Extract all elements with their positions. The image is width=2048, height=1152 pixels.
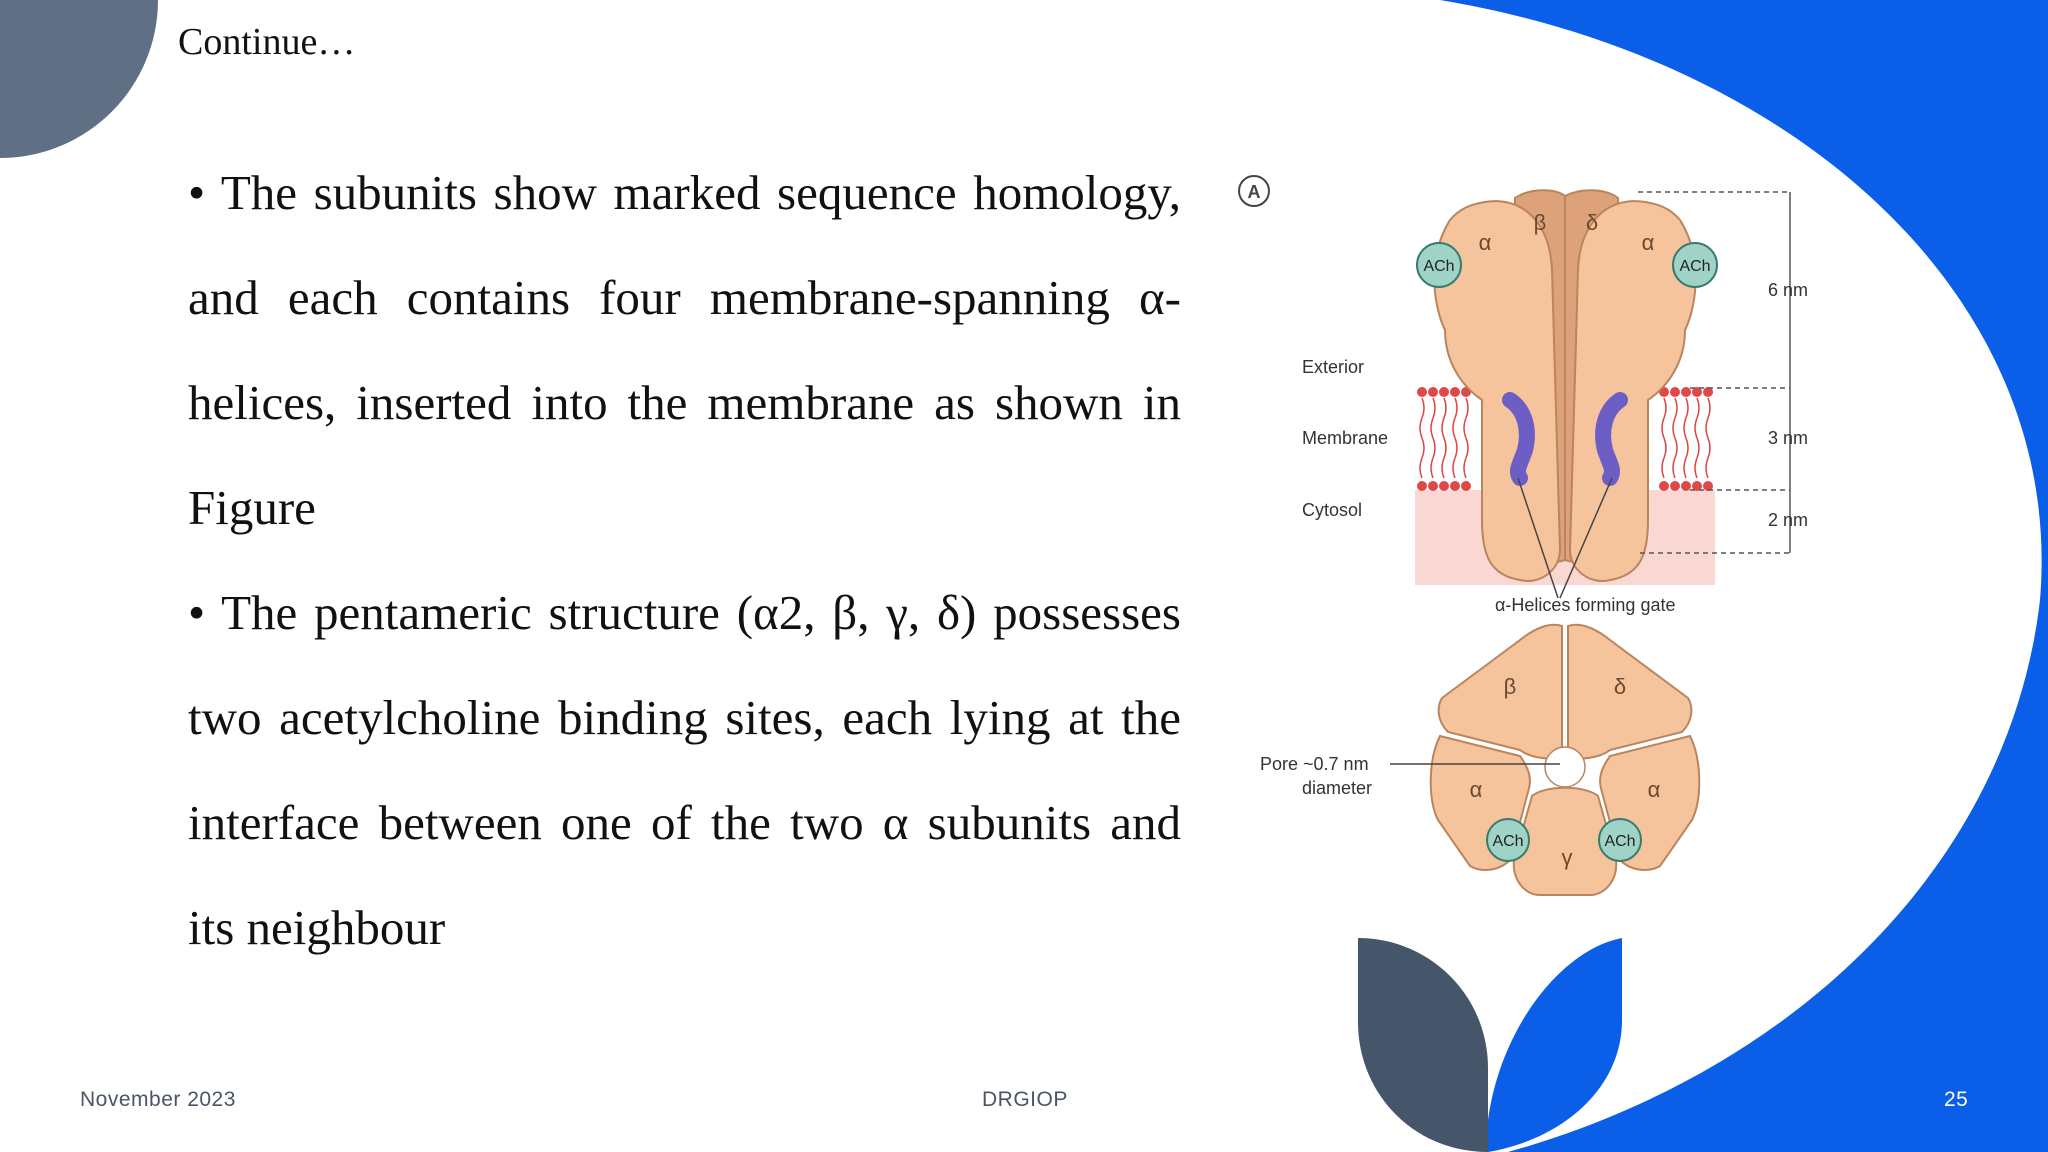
bullet-item-subunits: • The subunits show marked sequence homo…	[188, 165, 1181, 535]
bullet-item-pentamer: • The pentameric structure (α2, β, γ, δ)…	[188, 585, 1181, 955]
label-3nm: 3 nm	[1768, 428, 1808, 448]
svg-text:ACh: ACh	[1604, 833, 1635, 850]
slide-heading: Continue…	[178, 21, 356, 63]
ach-site-bottom-left	[1486, 818, 1530, 862]
footer-date: November 2023	[80, 1088, 236, 1111]
label-alpha-left: α	[1479, 230, 1492, 255]
pentamer-delta	[1567, 623, 1693, 760]
membrane-lipids-left	[1417, 387, 1471, 491]
bullet-list: • The subunits show marked sequence homo…	[188, 140, 1181, 980]
panel-label: A	[1248, 182, 1261, 202]
panel-label-circle	[1238, 175, 1270, 207]
ach-site-bottom-right	[1598, 818, 1642, 862]
helix-right	[1595, 392, 1628, 486]
label-6nm: 6 nm	[1768, 280, 1808, 300]
alpha-subunit-left	[1433, 200, 1562, 582]
label-gate: α-Helices forming gate	[1495, 595, 1675, 615]
pentamer-beta	[1437, 623, 1563, 760]
pentamer-gamma	[1512, 786, 1618, 896]
svg-text:ACh: ACh	[1679, 258, 1710, 275]
label-membrane: Membrane	[1302, 428, 1388, 448]
page-number: 25	[1944, 1088, 1969, 1111]
label-2nm: 2 nm	[1768, 510, 1808, 530]
dark-leaf-shape	[1358, 938, 1488, 1152]
label-alpha-bottom-right: α	[1648, 777, 1661, 802]
label-alpha-bottom-left: α	[1470, 777, 1483, 802]
label-delta-top: δ	[1586, 210, 1598, 235]
ach-site-right	[1672, 242, 1718, 288]
label-pore-2: diameter	[1302, 778, 1372, 798]
label-delta-bottom: δ	[1614, 674, 1626, 699]
label-beta-bottom: β	[1504, 674, 1517, 699]
alpha-subunit-right	[1568, 200, 1697, 582]
ach-site-left	[1416, 242, 1462, 288]
footer-org: DRGIOP	[982, 1088, 1068, 1111]
corner-quarter-circle	[0, 0, 158, 158]
pore-opening	[1544, 746, 1586, 788]
helix-left	[1502, 392, 1535, 486]
label-alpha-right: α	[1642, 230, 1655, 255]
label-exterior: Exterior	[1302, 357, 1364, 377]
membrane-lipids-right	[1659, 387, 1713, 491]
acetylcholine-receptor-figure: A ACh ACh α β δ α Exterior Membran	[1238, 175, 1808, 896]
blue-crescent	[1440, 0, 2048, 1152]
label-beta-top: β	[1534, 210, 1547, 235]
svg-text:ACh: ACh	[1492, 833, 1523, 850]
label-pore-1: Pore ~0.7 nm	[1260, 754, 1369, 774]
label-gamma: γ	[1562, 845, 1573, 870]
label-cytosol: Cytosol	[1302, 500, 1362, 520]
svg-text:ACh: ACh	[1423, 258, 1454, 275]
